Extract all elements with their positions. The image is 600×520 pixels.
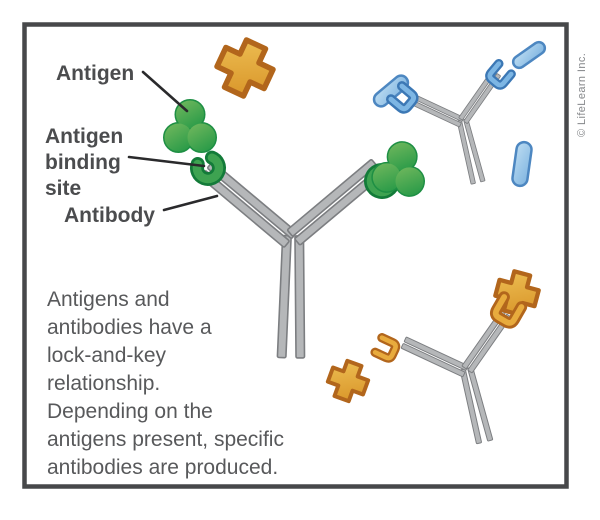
binding-site-label-line3: site: [45, 177, 81, 200]
caption-line: relationship.: [47, 372, 160, 395]
binding-site-label-line2: binding: [45, 151, 121, 174]
caption-line: antibodies are produced.: [47, 456, 278, 479]
antibody-label: Antibody: [64, 204, 155, 227]
antigen-capsule-icon: [511, 140, 533, 188]
antigen-pointer-line: [141, 70, 189, 113]
caption-line: lock-and-key: [47, 344, 167, 367]
caption-line: Antigens and: [47, 288, 170, 311]
caption-line: antibodies have a: [47, 316, 212, 339]
caption-line: Depending on the: [47, 400, 213, 423]
caption-paragraph: Antigens and antibodies have a lock-and-…: [47, 288, 284, 479]
binding-site-pointer-line: [127, 155, 206, 168]
antigen-capsule-icon: [511, 40, 547, 70]
antibody-pointer-line: [162, 194, 219, 212]
copyright-text: © LifeLearn Inc.: [576, 53, 588, 137]
antigen-label: Antigen: [56, 62, 134, 85]
caption-line: antigens present, specific: [47, 428, 284, 451]
pointer-lines: [127, 70, 219, 212]
binding-site-label-line1: Antigen: [45, 125, 123, 148]
